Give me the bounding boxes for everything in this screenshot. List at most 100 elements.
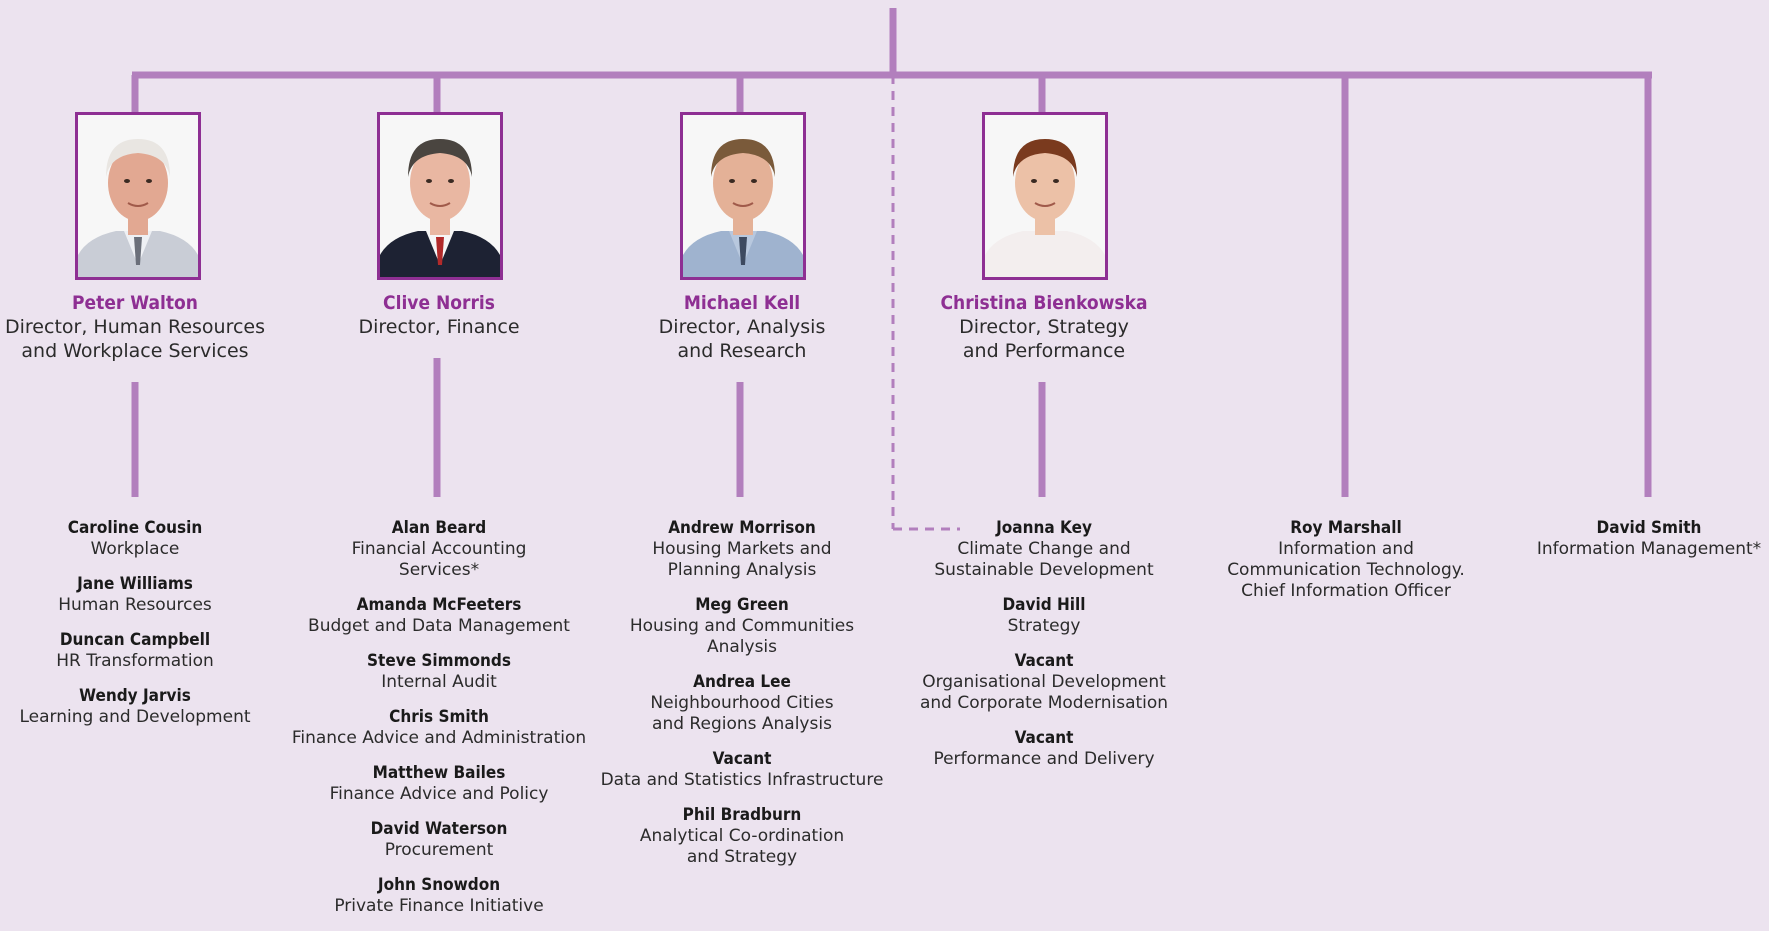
- photo-eye: [426, 179, 432, 183]
- photo-face: [108, 145, 168, 221]
- director-title-line: Director, Analysis: [658, 316, 826, 338]
- staff-role-line: and Corporate Modernisation: [919, 693, 1169, 713]
- director-name: Christina Bienkowska: [940, 292, 1148, 314]
- photo-tie: [1041, 237, 1049, 265]
- staff-name: John Snowdon: [377, 875, 501, 895]
- photo-hair: [1013, 139, 1077, 177]
- photo-eye: [1053, 179, 1059, 183]
- photo-hair: [106, 139, 170, 177]
- staff-name: Caroline Cousin: [67, 518, 203, 538]
- staff-role-line: Finance Advice and Administration: [291, 728, 587, 748]
- photo-eye: [448, 179, 454, 183]
- photo-face: [410, 145, 470, 221]
- staff-name: Chris Smith: [389, 707, 489, 727]
- staff-name: Vacant: [1014, 651, 1074, 671]
- staff-role-line: Internal Audit: [381, 672, 497, 692]
- director-name: Peter Walton: [72, 292, 198, 314]
- staff-name: Phil Bradburn: [682, 805, 802, 825]
- staff-role-line: Budget and Data Management: [308, 616, 570, 636]
- staff-role-line: Information Management*: [1536, 539, 1762, 559]
- photo-hair: [711, 139, 775, 177]
- staff-role-line: Analytical Co-ordination: [639, 826, 845, 846]
- staff-name: Roy Marshall: [1290, 518, 1402, 538]
- staff-name: Duncan Campbell: [59, 630, 211, 650]
- staff-role-line: Financial Accounting: [351, 539, 527, 559]
- director-title-line: Director, Human Resources: [5, 316, 265, 338]
- staff-name: Andrew Morrison: [668, 518, 816, 538]
- staff-role-line: Learning and Development: [19, 707, 251, 727]
- staff-role-line: Finance Advice and Policy: [329, 784, 549, 804]
- photo-eye: [1031, 179, 1037, 183]
- staff-name: Andrea Lee: [693, 672, 791, 692]
- photo-tie: [436, 237, 444, 265]
- director-name: Michael Kell: [683, 292, 801, 314]
- director-text: Christina Bienkowska Director, Strategy …: [894, 291, 1194, 363]
- staff-role-line: Procurement: [384, 840, 494, 860]
- director-title-line: Director, Strategy: [959, 316, 1129, 338]
- staff-role-line: Climate Change and: [957, 539, 1131, 559]
- staff-role-line: Human Resources: [58, 595, 212, 615]
- staff-name: Steve Simmonds: [367, 651, 511, 671]
- staff-role-line: and Regions Analysis: [652, 714, 832, 734]
- photo-mouth: [127, 202, 149, 207]
- staff-name: Amanda McFeeters: [356, 595, 522, 615]
- staff-role-line: Strategy: [1007, 616, 1081, 636]
- staff-role-line: Information and: [1278, 539, 1414, 559]
- staff-role-line: Data and Statistics Infrastructure: [600, 770, 884, 790]
- photo-tie: [134, 237, 142, 265]
- photo-eye: [751, 179, 757, 183]
- photo-hair: [408, 139, 472, 177]
- photo-mouth: [429, 202, 451, 207]
- photo-eye: [729, 179, 735, 183]
- director-title-line: and Workplace Services: [21, 340, 249, 362]
- staff-role-line: Communication Technology.: [1227, 560, 1465, 580]
- staff-role-line: Private Finance Initiative: [334, 896, 544, 916]
- director-photo: [680, 112, 806, 280]
- director-title-line: and Performance: [962, 340, 1126, 362]
- staff-name: David Waterson: [370, 819, 508, 839]
- staff-role-line: Analysis: [706, 637, 778, 657]
- staff-role-line: Housing Markets and: [652, 539, 832, 559]
- staff-name: Wendy Jarvis: [79, 686, 191, 706]
- staff-role-line: and Strategy: [686, 847, 798, 867]
- staff-role-line: Chief Information Officer: [1241, 581, 1451, 601]
- photo-eye: [146, 179, 152, 183]
- staff-name: Jane Williams: [77, 574, 193, 594]
- staff-role-line: Performance and Delivery: [933, 749, 1155, 769]
- director-photo: [75, 112, 201, 280]
- director-text: Peter Walton Director, Human Resources a…: [0, 291, 285, 363]
- director-photo: [377, 112, 503, 280]
- staff-role-line: Organisational Development: [922, 672, 1166, 692]
- photo-tie: [739, 237, 747, 265]
- staff-name: Vacant: [1014, 728, 1074, 748]
- staff-name: David Hill: [1002, 595, 1086, 615]
- photo-mouth: [732, 202, 754, 207]
- photo-eye: [124, 179, 130, 183]
- staff-name: Alan Beard: [391, 518, 487, 538]
- staff-name: Vacant: [712, 749, 772, 769]
